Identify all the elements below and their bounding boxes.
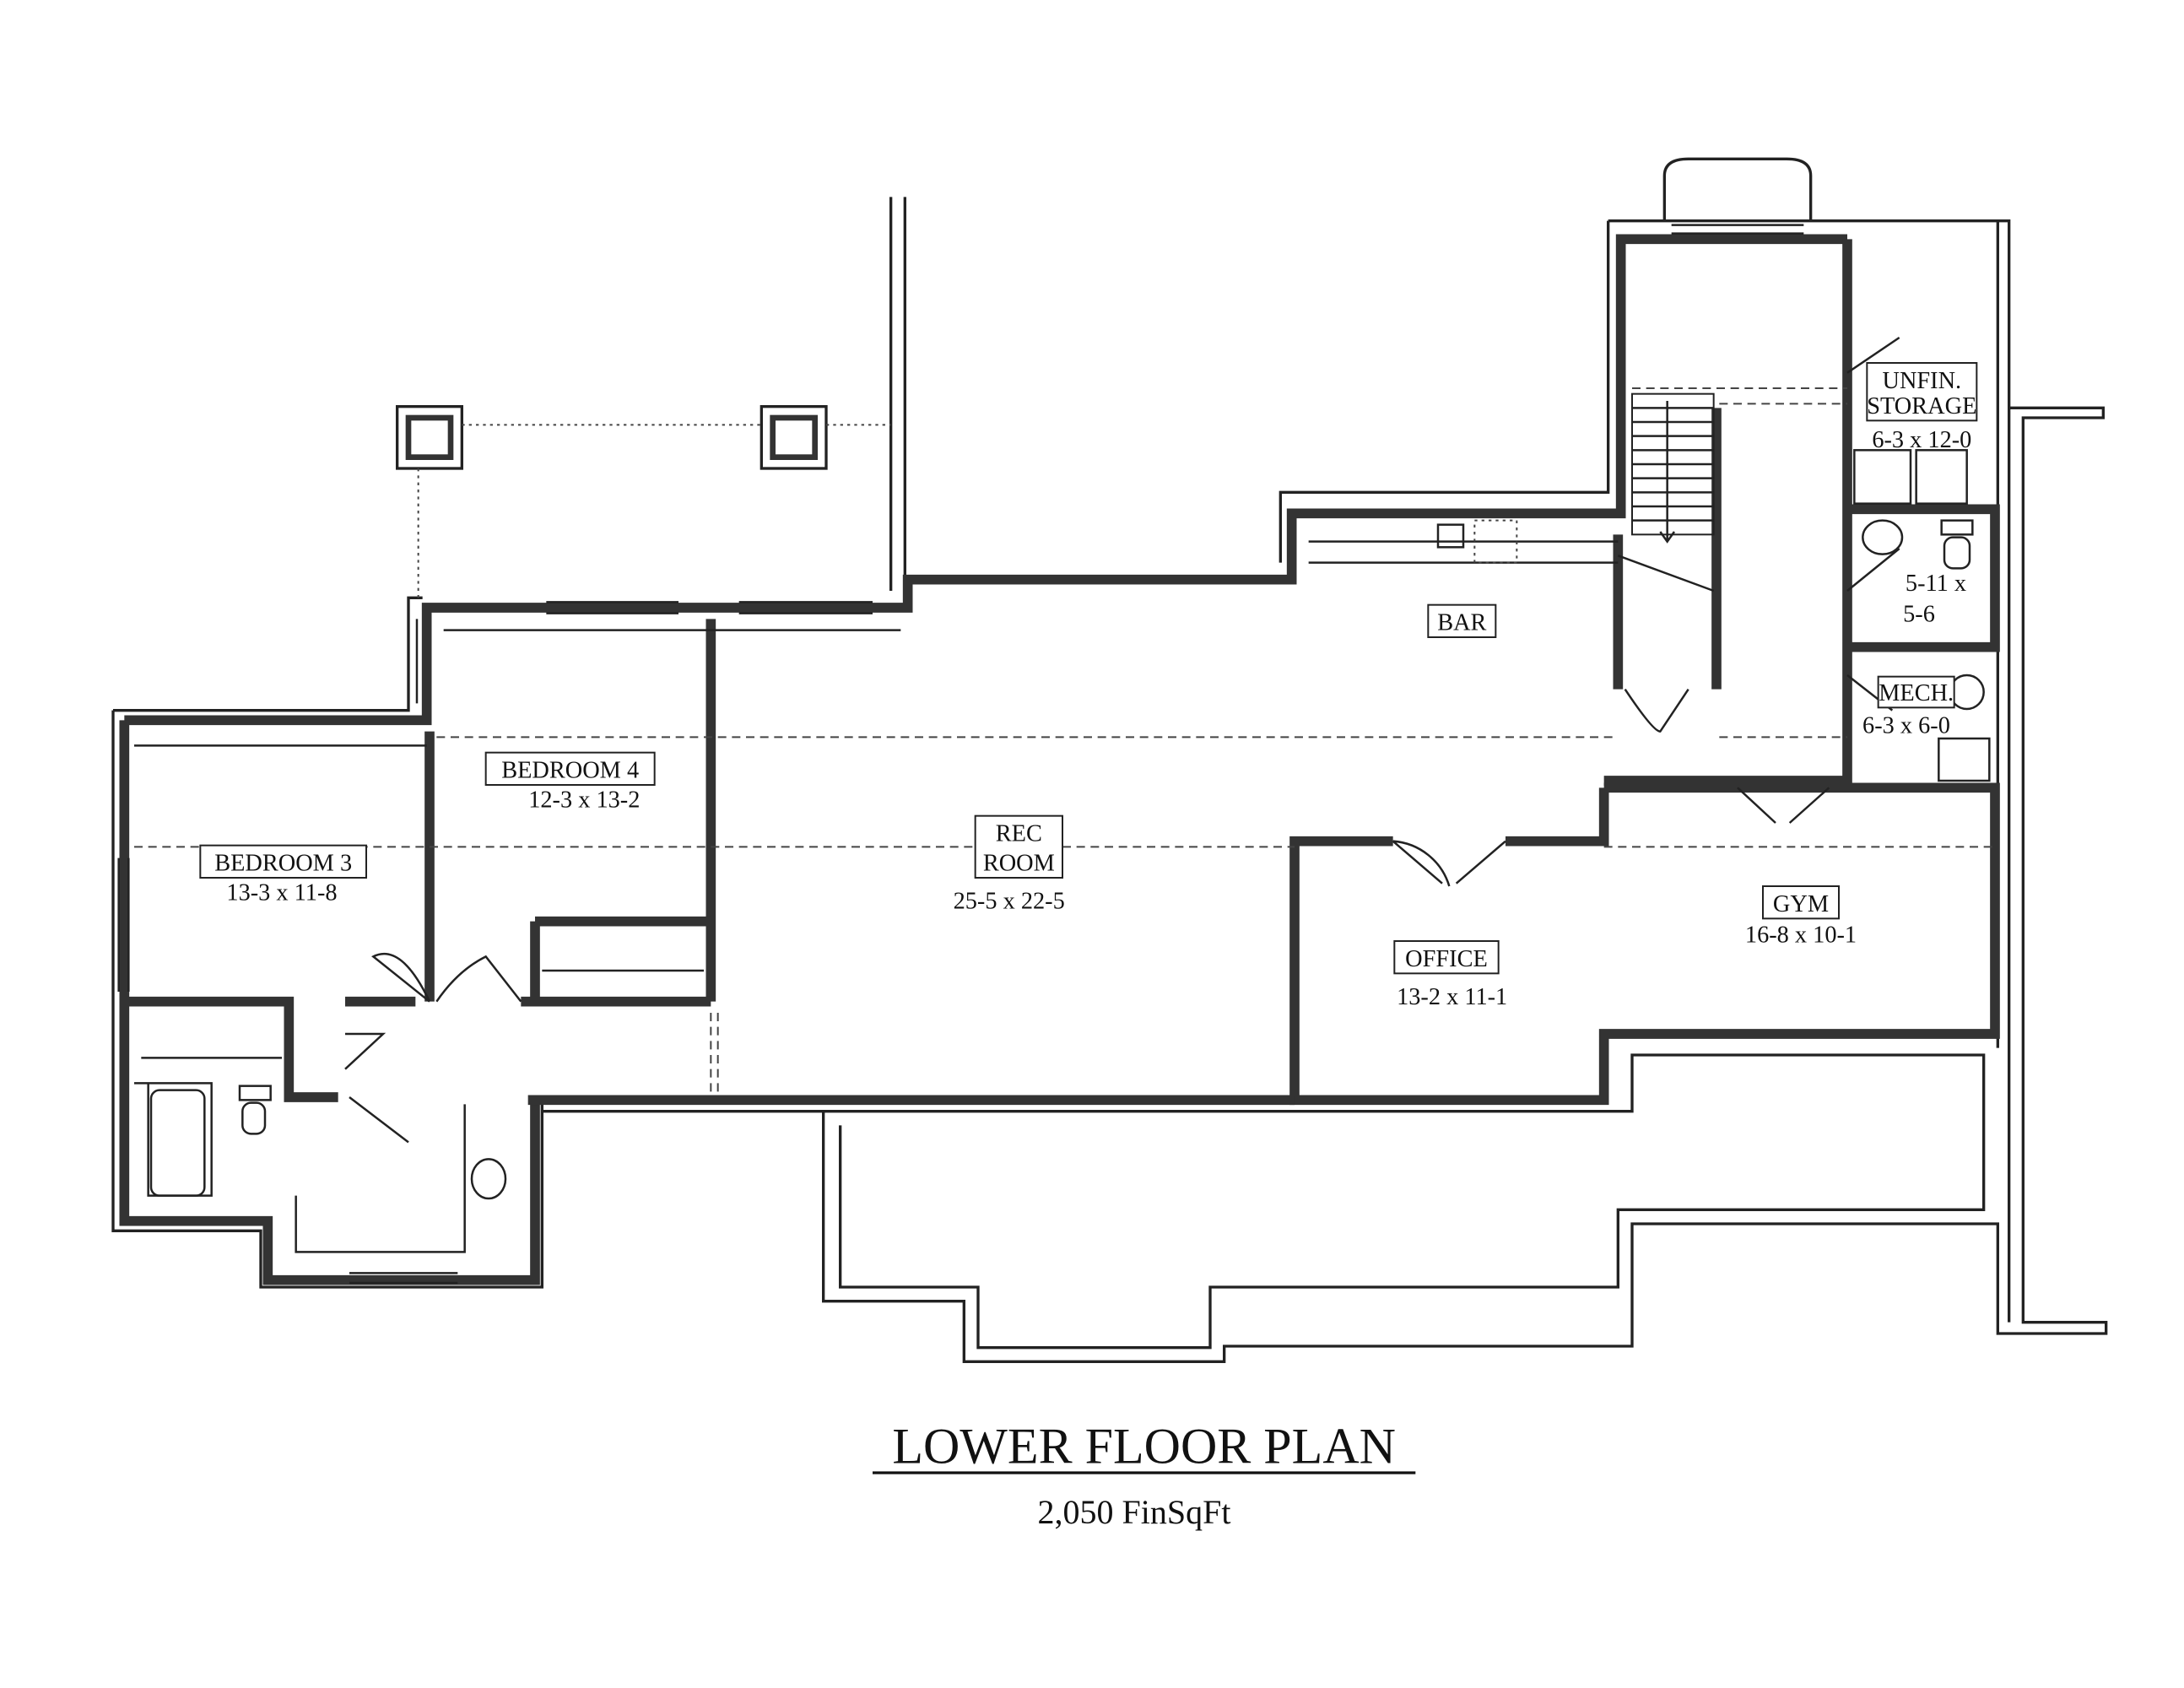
room-mech-label: MECH. [1879,680,1954,706]
room-mech: MECH. 6-3 x 6-0 [1862,675,1955,738]
room-rec-size: 25-5 x 22-5 [954,889,1065,915]
room-office-label: OFFICE [1405,946,1488,972]
beam-lines [133,387,1995,1097]
room-rec-label-1: REC [996,821,1042,847]
room-bedroom4-label: BEDROOM 4 [501,758,639,784]
foundation-walls [111,157,2108,1363]
room-bedroom3-size: 13-3 x 11-8 [226,880,337,906]
plan-title: LOWER FLOOR PLAN [892,1418,1396,1474]
room-gym-label: GYM [1773,891,1829,917]
finished-area: 2,050 FinSqFt [1038,1493,1231,1531]
porch-beam-lines [417,424,891,598]
room-bedroom3: BEDROOM 3 13-3 x 11-8 [199,844,367,906]
room-gym: GYM 16-8 x 10-1 [1745,885,1857,949]
room-storage-label-2: STORAGE [1867,393,1976,419]
room-mech-size: 6-3 x 6-0 [1862,712,1950,738]
room-gym-size: 16-8 x 10-1 [1745,922,1857,949]
room-bedroom3-label: BEDROOM 3 [214,851,352,877]
room-bath-size-1: 5-11 x [1906,571,1966,597]
porch-column-left [396,405,463,470]
stairs [1617,392,1715,592]
room-storage-size: 6-3 x 12-0 [1872,427,1971,453]
room-office-size: 13-2 x 11-1 [1397,984,1507,1010]
room-bar: BAR [1427,603,1497,638]
room-bedroom4-size: 12-3 x 13-2 [528,787,640,814]
windows [117,224,1804,1285]
room-bedroom4: BEDROOM 4 12-3 x 13-2 [484,751,656,814]
room-bar-label: BAR [1437,610,1486,636]
room-storage-label-1: UNFIN. [1883,368,1962,394]
room-rec-label-2: ROOM [983,851,1055,877]
inner-wall-lines [133,540,1619,1253]
door-swings [344,336,1900,1144]
interior-walls [119,234,2000,1285]
fixtures [149,449,1991,1200]
room-bath: 5-11 x 5-6 [1903,571,1966,628]
porch-column-right [760,405,828,470]
room-storage: UNFIN. STORAGE 6-3 x 12-0 [1866,362,1978,453]
room-rec-room: REC ROOM 25-5 x 22-5 [954,814,1065,915]
room-office: OFFICE 13-2 x 11-1 [1393,940,1507,1010]
room-bath-size-2: 5-6 [1903,602,1935,628]
